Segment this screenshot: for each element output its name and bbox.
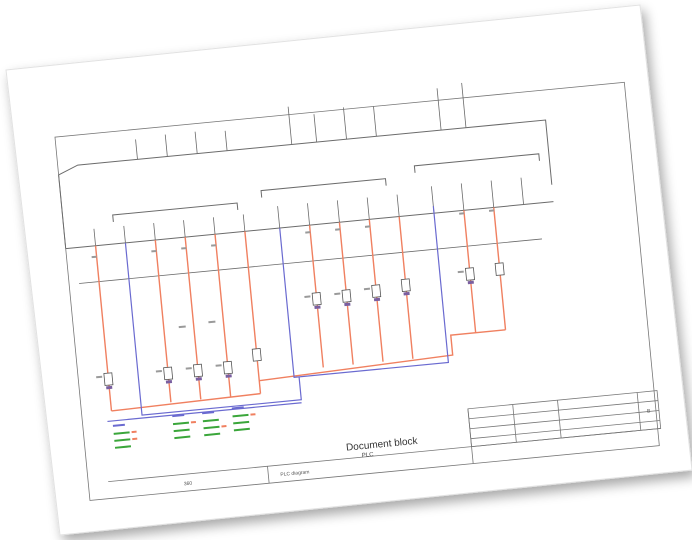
title-block-mid-cell: PLC diagram — [280, 469, 310, 478]
group-brackets — [112, 153, 540, 222]
relay-symbols — [103, 262, 505, 386]
paper-sheet — [5, 4, 692, 536]
revision-letter: B — [647, 408, 652, 414]
annotation-marks — [91, 209, 495, 379]
title-block — [108, 390, 662, 484]
document-subtitle: PLC — [362, 452, 375, 459]
title-block-left-cell: 360 — [184, 481, 193, 488]
terminal-label-red — [131, 413, 256, 441]
feed-lines — [135, 82, 467, 160]
drawing-frame — [54, 81, 660, 501]
relay-coils — [106, 280, 474, 390]
terminal-headers — [112, 406, 244, 427]
bus-components — [93, 177, 524, 246]
terminal-labels — [113, 413, 250, 449]
mid-bus — [79, 238, 543, 284]
